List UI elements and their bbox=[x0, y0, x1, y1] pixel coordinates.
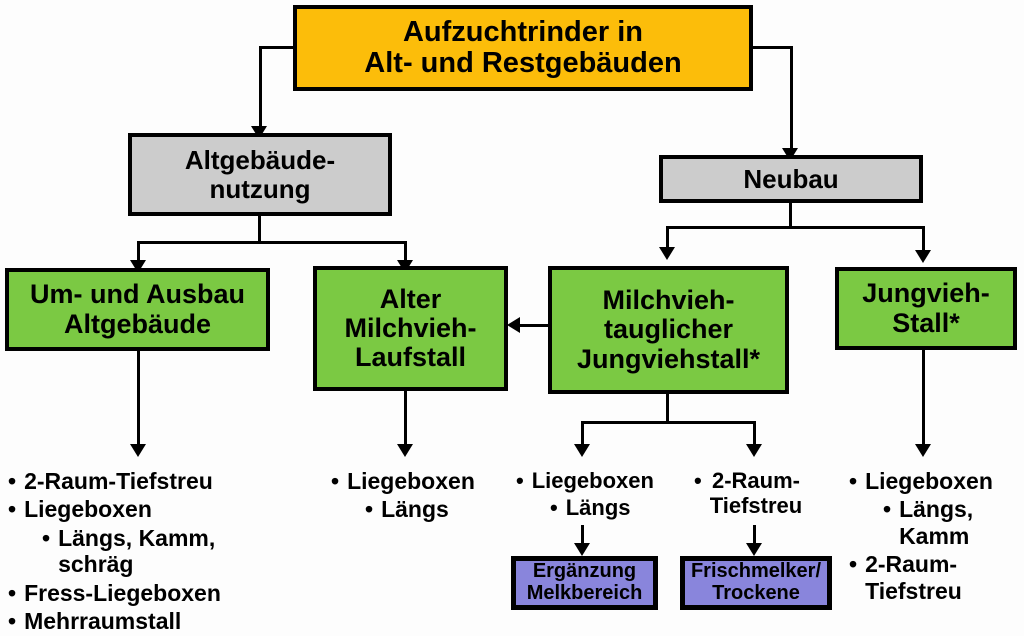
list-milchvieh-tiefstreu: • 2-Raum- Tiefstreu bbox=[694, 468, 834, 521]
list-um-und-ausbau: • 2-Raum-Tiefstreu • Liegeboxen • Längs,… bbox=[8, 468, 290, 636]
list-item: • Liegeboxen bbox=[8, 496, 290, 522]
node-alter-milchvieh-laufstall[interactable]: Alter Milchvieh- Laufstall bbox=[313, 266, 508, 391]
connector-milchvieh-bar bbox=[581, 421, 756, 424]
bullet-dot: • bbox=[550, 495, 558, 521]
bullet-dot: • bbox=[883, 496, 892, 523]
connector-altgebaeude-stem bbox=[258, 216, 261, 244]
list-milchvieh-liegeboxen: • Liegeboxen • Längs bbox=[516, 468, 676, 523]
arrow-jungvieh-to-list bbox=[915, 444, 931, 457]
connector-jungvieh-to-list bbox=[922, 350, 925, 448]
list-item-sub: • Längs bbox=[516, 495, 676, 520]
connector-title-left-horizontal bbox=[259, 46, 295, 49]
bullet-dot: • bbox=[516, 468, 524, 493]
list-item-label: Liegeboxen bbox=[531, 468, 654, 493]
arrow-milchvieh-to-tiefstreu-list bbox=[746, 444, 762, 457]
bullet-dot: • bbox=[8, 468, 17, 494]
bullet-dot: • bbox=[694, 468, 702, 493]
bullet-dot: • bbox=[331, 468, 340, 494]
list-item-label: Längs bbox=[565, 495, 631, 521]
connector-liegeboxen-to-ergaenzung bbox=[581, 525, 584, 547]
connector-neubau-right-drop bbox=[922, 226, 925, 252]
arrow-neubau-to-jungvieh-stall bbox=[915, 250, 931, 263]
connector-title-left-vertical bbox=[259, 46, 262, 129]
list-item-label: Mehrraumstall bbox=[24, 608, 182, 635]
connector-altgebaeude-left-drop bbox=[137, 241, 140, 265]
connector-tiefstreu-to-frischmelker bbox=[753, 525, 756, 547]
list-item-label: 2-Raum- Tiefstreu bbox=[709, 468, 803, 519]
node-frischmelker-trockene[interactable]: Frischmelker/ Trockene bbox=[680, 556, 832, 610]
list-item-label: 2-Raum- Tiefstreu bbox=[865, 551, 962, 604]
node-um-und-ausbau-altgebaeude[interactable]: Um- und Ausbau Altgebäude bbox=[5, 268, 270, 351]
list-item-label: Liegeboxen bbox=[347, 468, 475, 494]
list-item-label: Längs bbox=[381, 496, 449, 523]
list-item-label: Liegeboxen bbox=[24, 496, 152, 523]
arrow-um-ausbau-to-list bbox=[130, 444, 146, 457]
list-item-sub: • Längs, Kamm, schräg bbox=[8, 525, 290, 578]
connector-milchvieh-to-alter-laufstall bbox=[519, 324, 549, 327]
bullet-dot: • bbox=[8, 496, 17, 523]
list-item-sub: • Längs bbox=[331, 496, 506, 522]
list-item: • Mehrraumstall bbox=[8, 608, 290, 634]
connector-altgebaeude-right-drop bbox=[404, 241, 407, 265]
connector-neubau-stem bbox=[789, 203, 792, 229]
connector-um-ausbau-to-list bbox=[137, 351, 140, 448]
list-item: • Fress-Liegeboxen bbox=[8, 580, 290, 606]
list-item: • Liegeboxen bbox=[516, 468, 676, 493]
node-ergaenzung-melkbereich[interactable]: Ergänzung Melkbereich bbox=[511, 556, 658, 610]
connector-alter-laufstall-to-list bbox=[404, 391, 407, 448]
arrow-neubau-to-milchvieh-tauglich bbox=[659, 247, 675, 260]
arrow-tiefstreu-to-frischmelker bbox=[746, 543, 762, 556]
list-item-label: Fress-Liegeboxen bbox=[24, 579, 221, 606]
arrow-liegeboxen-to-ergaenzung bbox=[574, 543, 590, 556]
list-item-label: 2-Raum-Tiefstreu bbox=[24, 468, 213, 494]
list-item-label: Längs, Kamm, schräg bbox=[58, 524, 216, 578]
bullet-dot: • bbox=[8, 579, 17, 606]
bullet-dot: • bbox=[8, 608, 17, 635]
arrow-alter-laufstall-to-list bbox=[397, 444, 413, 457]
connector-title-right-vertical bbox=[790, 46, 793, 151]
list-jungvieh-stall: • Liegeboxen • Längs, Kamm • 2-Raum- Tie… bbox=[849, 468, 1024, 606]
connector-neubau-bar bbox=[666, 226, 925, 229]
list-item: • 2-Raum- Tiefstreu bbox=[694, 468, 834, 519]
arrow-milchvieh-to-alter-laufstall bbox=[507, 317, 520, 333]
node-aufzuchtrinder-title[interactable]: Aufzuchtrinder in Alt- und Restgebäuden bbox=[293, 5, 753, 91]
bullet-dot: • bbox=[849, 468, 858, 494]
connector-milchvieh-left-drop bbox=[581, 421, 584, 448]
list-alter-milchvieh-laufstall: • Liegeboxen • Längs bbox=[331, 468, 506, 525]
list-item: • Liegeboxen bbox=[331, 468, 506, 494]
bullet-dot: • bbox=[42, 524, 51, 551]
connector-milchvieh-right-drop bbox=[753, 421, 756, 448]
connector-neubau-left-drop bbox=[666, 226, 669, 250]
node-jungvieh-stall[interactable]: Jungvieh- Stall* bbox=[835, 267, 1017, 350]
bullet-dot: • bbox=[849, 551, 858, 578]
list-item: • Liegeboxen bbox=[849, 468, 1024, 494]
arrow-milchvieh-to-liegeboxen-list bbox=[574, 444, 590, 457]
list-item-label: Längs, Kamm bbox=[899, 496, 974, 549]
list-item-label: Liegeboxen bbox=[865, 468, 993, 494]
connector-title-right-horizontal bbox=[750, 46, 793, 49]
node-neubau[interactable]: Neubau bbox=[659, 155, 923, 203]
node-altgebaeudenutzung[interactable]: Altgebäude- nutzung bbox=[128, 133, 392, 216]
connector-altgebaeude-bar bbox=[137, 241, 407, 244]
connector-milchvieh-stem bbox=[666, 394, 669, 422]
list-item: • 2-Raum-Tiefstreu bbox=[8, 468, 290, 494]
bullet-dot: • bbox=[365, 496, 374, 523]
node-milchvieh-tauglicher-jungviehstall[interactable]: Milchvieh- tauglicher Jungviehstall* bbox=[548, 266, 789, 394]
list-item-sub: • Längs, Kamm bbox=[849, 496, 1024, 549]
list-item: • 2-Raum- Tiefstreu bbox=[849, 551, 1024, 604]
